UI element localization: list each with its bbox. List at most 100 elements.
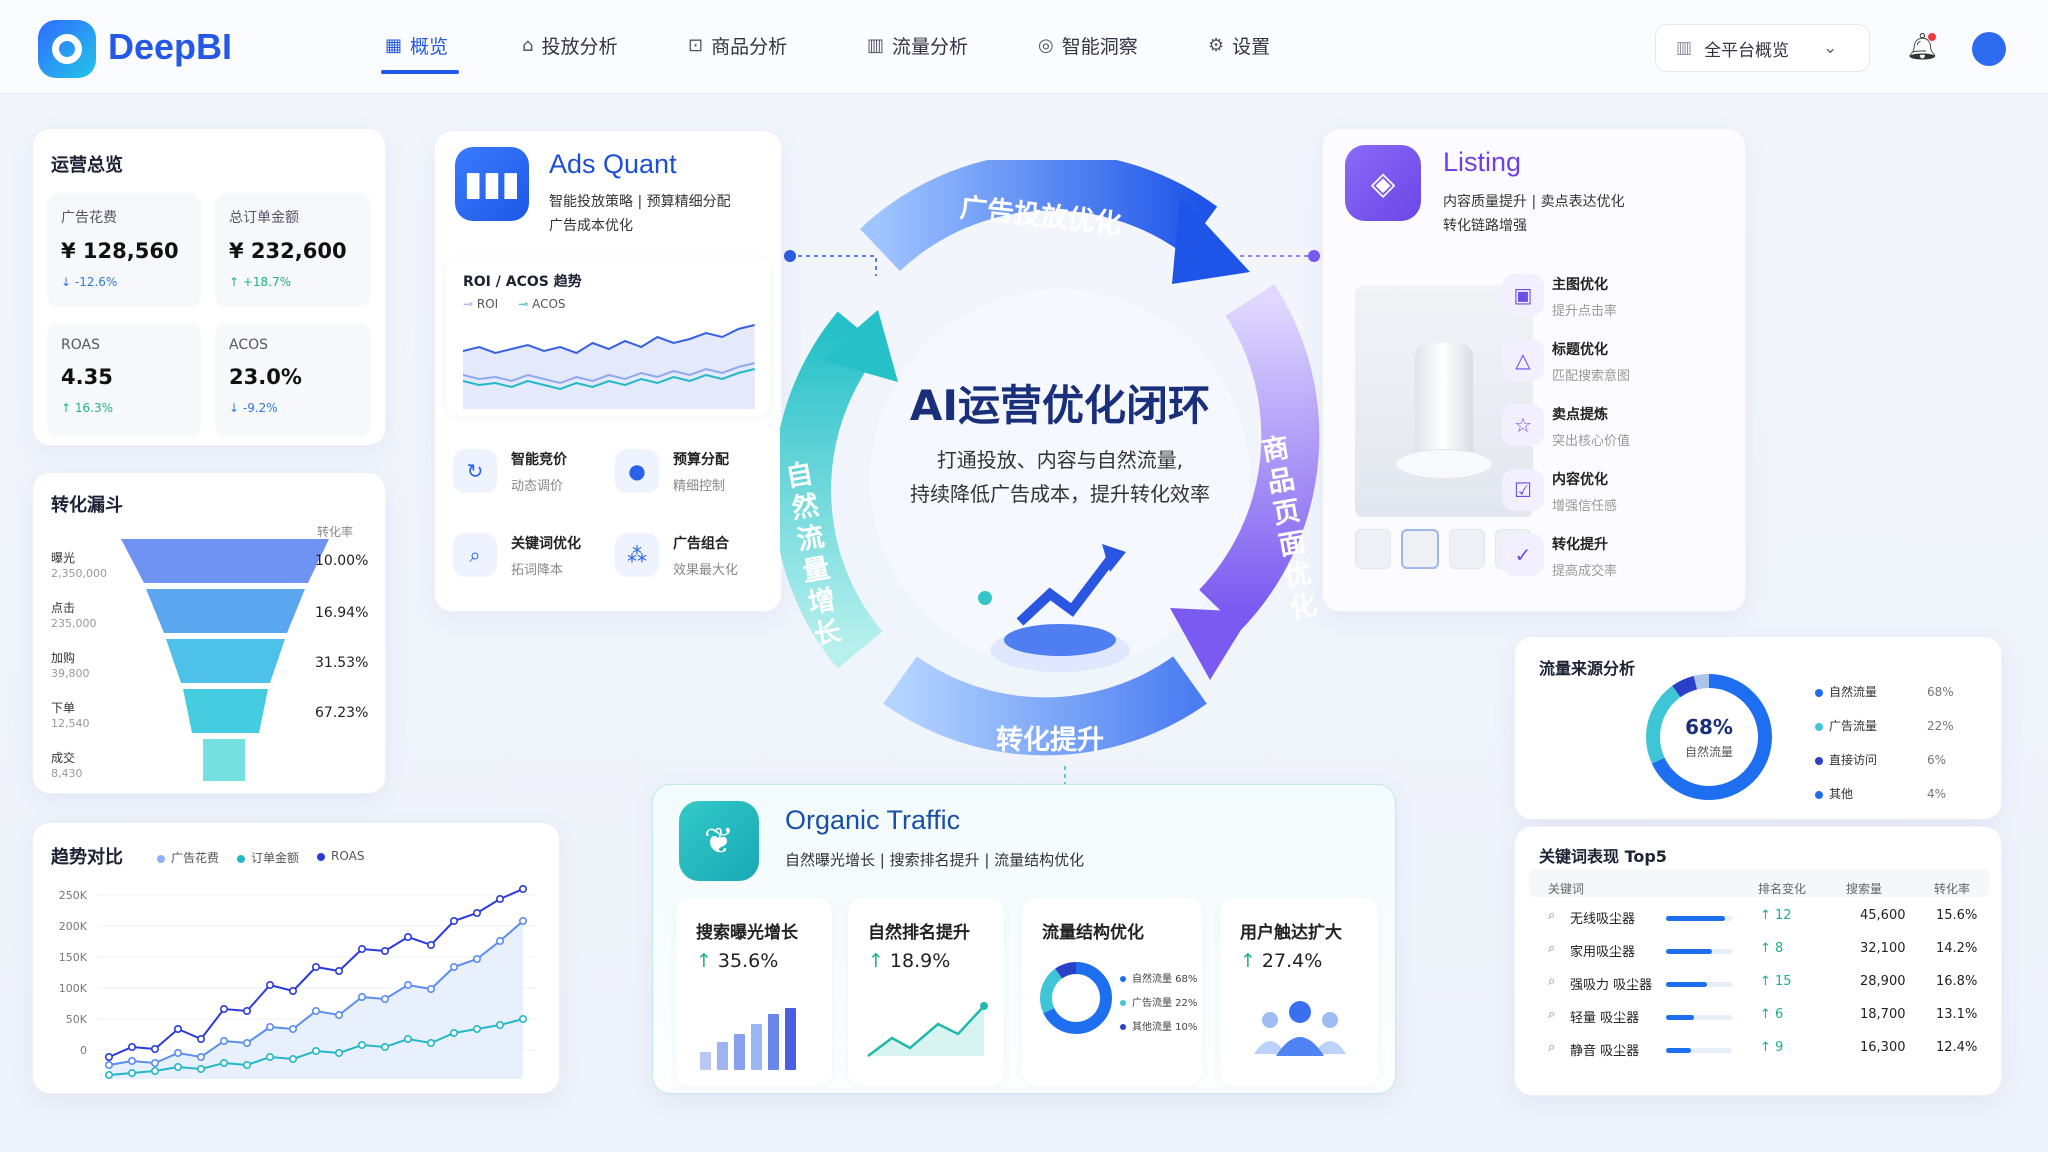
platform-select[interactable]: ▥ 全平台概览 ⌄ [1655, 24, 1870, 72]
trend-point [449, 963, 458, 972]
thumbnail-1[interactable] [1355, 529, 1391, 569]
connector-lines [784, 250, 1320, 802]
trend-point [220, 1037, 229, 1046]
nav-product-analysis[interactable]: ⊡商品分析 [688, 35, 788, 58]
kw-header-keyword: 关键词 [1548, 882, 1585, 896]
legend-acos: ⊸ ACOS [518, 297, 566, 311]
funnel-rate-1: 10.00% [315, 553, 369, 569]
keyword-bar-fill [1666, 949, 1713, 954]
nav-settings[interactable]: ⚙设置 [1208, 35, 1271, 58]
search-icon: ⌕ [453, 533, 497, 577]
budget-icon: ● [615, 449, 659, 493]
listing-item-content[interactable]: ☑内容优化增强信任感 [1502, 469, 1722, 514]
gear-icon: ⚙ [1208, 35, 1225, 56]
y-tick-label: 150K [59, 951, 88, 964]
trend-point [104, 1061, 113, 1070]
stat-user-reach: 用户触达扩大 ↑27.4% [1220, 898, 1378, 1086]
loop-arc-top [860, 160, 1218, 272]
thumbnail-3[interactable] [1449, 529, 1485, 569]
trend-point [472, 955, 481, 964]
check-icon: ✓ [1502, 534, 1544, 576]
pedestal-image [1395, 449, 1493, 479]
funnel-stage-1 [121, 539, 329, 583]
trend-point [104, 1053, 113, 1062]
trend-point [289, 1025, 298, 1034]
keyword-cvr: 14.2% [1936, 941, 1978, 956]
feature-keyword[interactable]: ⌕关键词优化拓词降本 [453, 533, 581, 578]
roi-acos-title: ROI / ACOS 趋势 [463, 274, 582, 290]
nav-traffic-analysis[interactable]: ▥流量分析 [867, 35, 969, 58]
trend-point [197, 1053, 206, 1062]
trend-point [128, 1069, 137, 1078]
loop-center-disc [870, 290, 1250, 670]
roi-acos-chart [463, 324, 755, 409]
trend-point [266, 1023, 275, 1032]
trend-point [426, 985, 435, 994]
tag-icon: ◈ [1345, 145, 1421, 221]
avatar[interactable] [1972, 32, 2006, 66]
trend-point [197, 1065, 206, 1074]
feature-budget[interactable]: ●预算分配精细控制 [615, 449, 729, 494]
trend-point [311, 1047, 320, 1056]
nav-ads-analysis[interactable]: ⌂投放分析 [522, 35, 618, 58]
organic-sub: 自然曝光增长 | 搜索排名提升 | 流量结构优化 [785, 851, 1085, 869]
funnel-chart [121, 539, 329, 781]
roi-line [463, 324, 755, 355]
trend-point [243, 1061, 252, 1070]
feature-ad-group[interactable]: ⁂广告组合效果最大化 [615, 533, 738, 578]
trend-up-arrowhead [1102, 544, 1126, 572]
funnel-rate-3: 31.53% [315, 655, 369, 671]
trend-point [334, 1049, 343, 1058]
traffic-source-title: 流量来源分析 [1539, 659, 1636, 678]
keyword-bar-fill [1666, 916, 1726, 921]
listing-item-selling-point[interactable]: ☆卖点提炼突出核心价值 [1502, 404, 1722, 449]
chevron-down-icon: ⌄ [1823, 38, 1838, 58]
listing-item-main-image[interactable]: ▣主图优化提升点击率 [1502, 274, 1722, 319]
loop-arc-bottom [883, 656, 1207, 756]
loop-arc-left [780, 311, 883, 669]
keyword-rank-change: ↑ 8 [1760, 941, 1784, 956]
trend-point [220, 1005, 229, 1014]
listing-item-conversion[interactable]: ✓转化提升提高成交率 [1502, 534, 1722, 579]
trend-point [334, 967, 343, 976]
loop-line1: 打通投放、内容与自然流量, [936, 448, 1184, 472]
exposure-bar [700, 1052, 711, 1070]
loop-arc-right [1198, 284, 1320, 631]
keyword-volume: 18,700 [1860, 1007, 1906, 1022]
donut-slice [1646, 674, 1772, 800]
search-icon: ⌕ [1548, 1040, 1556, 1055]
thumbnail-2[interactable] [1401, 529, 1439, 569]
keyword-text: 无线吸尘器 [1570, 912, 1636, 927]
keyword-volume: 16,300 [1860, 1040, 1906, 1055]
acos-line [463, 362, 755, 385]
ads-quant-sub1: 智能投放策略 | 预算精细分配 [549, 194, 731, 210]
sprout-icon: ❦ [679, 801, 759, 881]
metric-roas: ROAS 4.35 ↑ 16.3% [47, 323, 201, 437]
rank-line-chart [867, 1002, 988, 1057]
funnel-stage-5 [203, 739, 245, 781]
keyword-cvr: 15.6% [1936, 908, 1978, 923]
nav-overview[interactable]: ▦概览 [385, 35, 449, 58]
nav-smart-insight[interactable]: ◎智能洞察 [1038, 35, 1138, 58]
keyword-cvr: 16.8% [1936, 974, 1978, 989]
feature-smart-bid[interactable]: ↻智能竞价动态调价 [453, 449, 567, 494]
organic-title: Organic Traffic [785, 805, 961, 835]
donut-center-value: 68% [1685, 715, 1733, 739]
roi-acos-legend: ⊸ ROI ⊸ ACOS [463, 297, 566, 311]
chart-icon: ▥ [1676, 38, 1693, 58]
funnel-rate-header: 转化率 [317, 525, 354, 539]
listing-item-title[interactable]: △标题优化匹配搜索意图 [1502, 339, 1722, 384]
y-tick-label: 250K [59, 889, 88, 902]
trend-point [174, 1025, 183, 1034]
trend-point [128, 1043, 137, 1052]
keyword-rank-change: ↑ 15 [1760, 974, 1792, 989]
keyword-cvr: 13.1% [1936, 1007, 1978, 1022]
